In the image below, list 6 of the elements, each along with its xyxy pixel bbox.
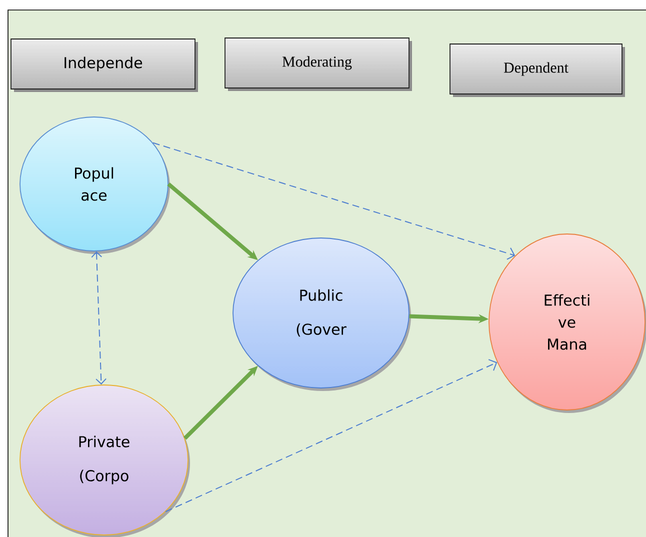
header-box: Independe — [10, 38, 198, 92]
arrow — [165, 359, 498, 512]
arrow — [152, 142, 516, 260]
arrow — [91, 251, 107, 385]
header-box: Dependent — [450, 44, 625, 97]
header-box: Moderating — [224, 38, 412, 91]
